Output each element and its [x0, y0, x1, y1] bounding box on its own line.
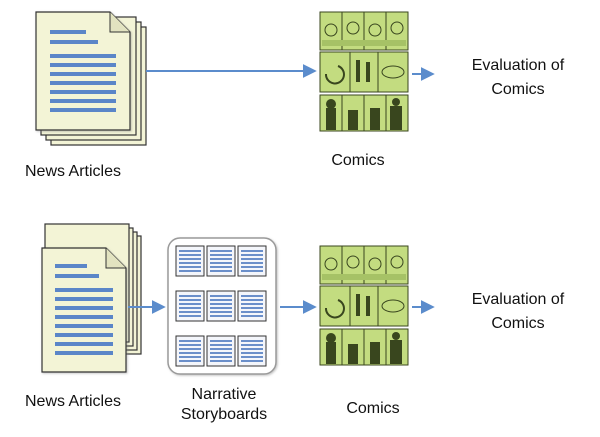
bottom-comic-strip — [319, 245, 409, 366]
storyboard-cell — [175, 290, 205, 322]
storyboard-cell — [237, 245, 267, 277]
storyboard-cell — [206, 245, 236, 277]
top-news-articles-label: News Articles — [24, 163, 122, 180]
top-comics-label: Comics — [331, 152, 385, 169]
storyboard-cell — [175, 335, 205, 367]
storyboard-cell — [237, 290, 267, 322]
storyboard-cell — [206, 335, 236, 367]
top-news-articles-icon — [35, 11, 147, 146]
bottom-news-articles-label: News Articles — [24, 393, 122, 410]
storyboard-cell — [175, 245, 205, 277]
bottom-news-articles-icon — [41, 223, 142, 373]
bottom-evaluation-label: Evaluation of Comics — [471, 291, 565, 332]
storyboard-cell — [237, 335, 267, 367]
top-evaluation-label: Evaluation of Comics — [471, 57, 565, 98]
storyboard-cell — [206, 290, 236, 322]
top-comic-strip — [319, 11, 409, 132]
storyboards-label: Narrative Storyboards — [180, 386, 268, 423]
narrative-storyboards-icon — [167, 237, 277, 375]
bottom-comics-label: Comics — [346, 400, 400, 417]
